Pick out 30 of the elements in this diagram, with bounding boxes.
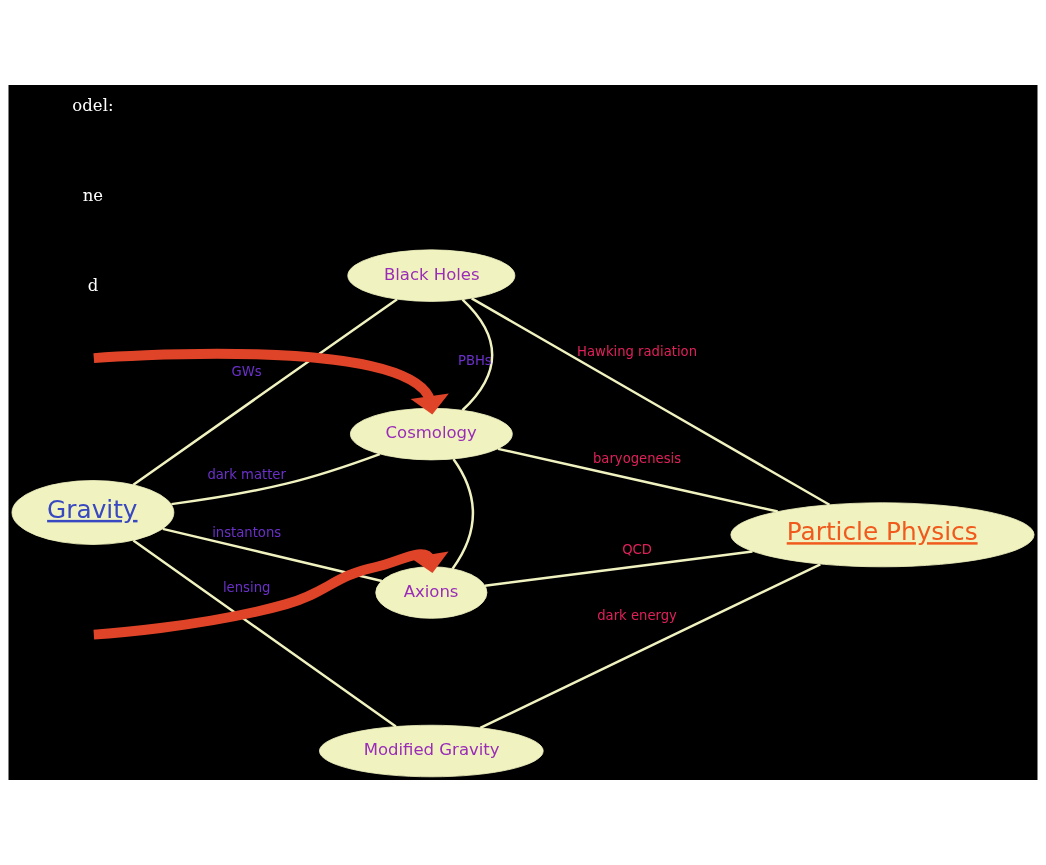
connector [171, 452, 381, 506]
connector [132, 539, 397, 728]
connector [162, 527, 383, 583]
connector [479, 563, 821, 729]
label: ne [82, 185, 104, 205]
edge-label: instantons [212, 525, 282, 541]
connector [471, 297, 831, 506]
connector [132, 298, 398, 486]
edge-label: GWs [231, 364, 262, 380]
edge-label: dark energy [597, 607, 677, 623]
edge-label: QCD [622, 542, 652, 558]
edge-label: dark matter [207, 467, 286, 483]
node-ellipse: Particle Physics [730, 502, 1035, 568]
connector [451, 458, 475, 570]
node-ellipse: Black Holes [347, 249, 516, 302]
connector [497, 447, 778, 513]
label: d [87, 275, 99, 295]
node-ellipse: Gravity [11, 480, 175, 545]
connector [484, 550, 753, 588]
edge-label: Hawking radiation [577, 343, 697, 359]
node-ellipse: Axions [375, 566, 488, 619]
label: odel: [72, 95, 114, 115]
arrow [93, 348, 449, 415]
node-ellipse: Modified Gravity [319, 724, 544, 778]
edge-label: baryogenesis [593, 450, 682, 466]
edge-label: lensing [222, 580, 271, 596]
arrow [93, 549, 449, 640]
edge-label: PBHs [457, 353, 492, 369]
node-ellipse: Cosmology [350, 407, 513, 461]
connector [461, 298, 494, 412]
